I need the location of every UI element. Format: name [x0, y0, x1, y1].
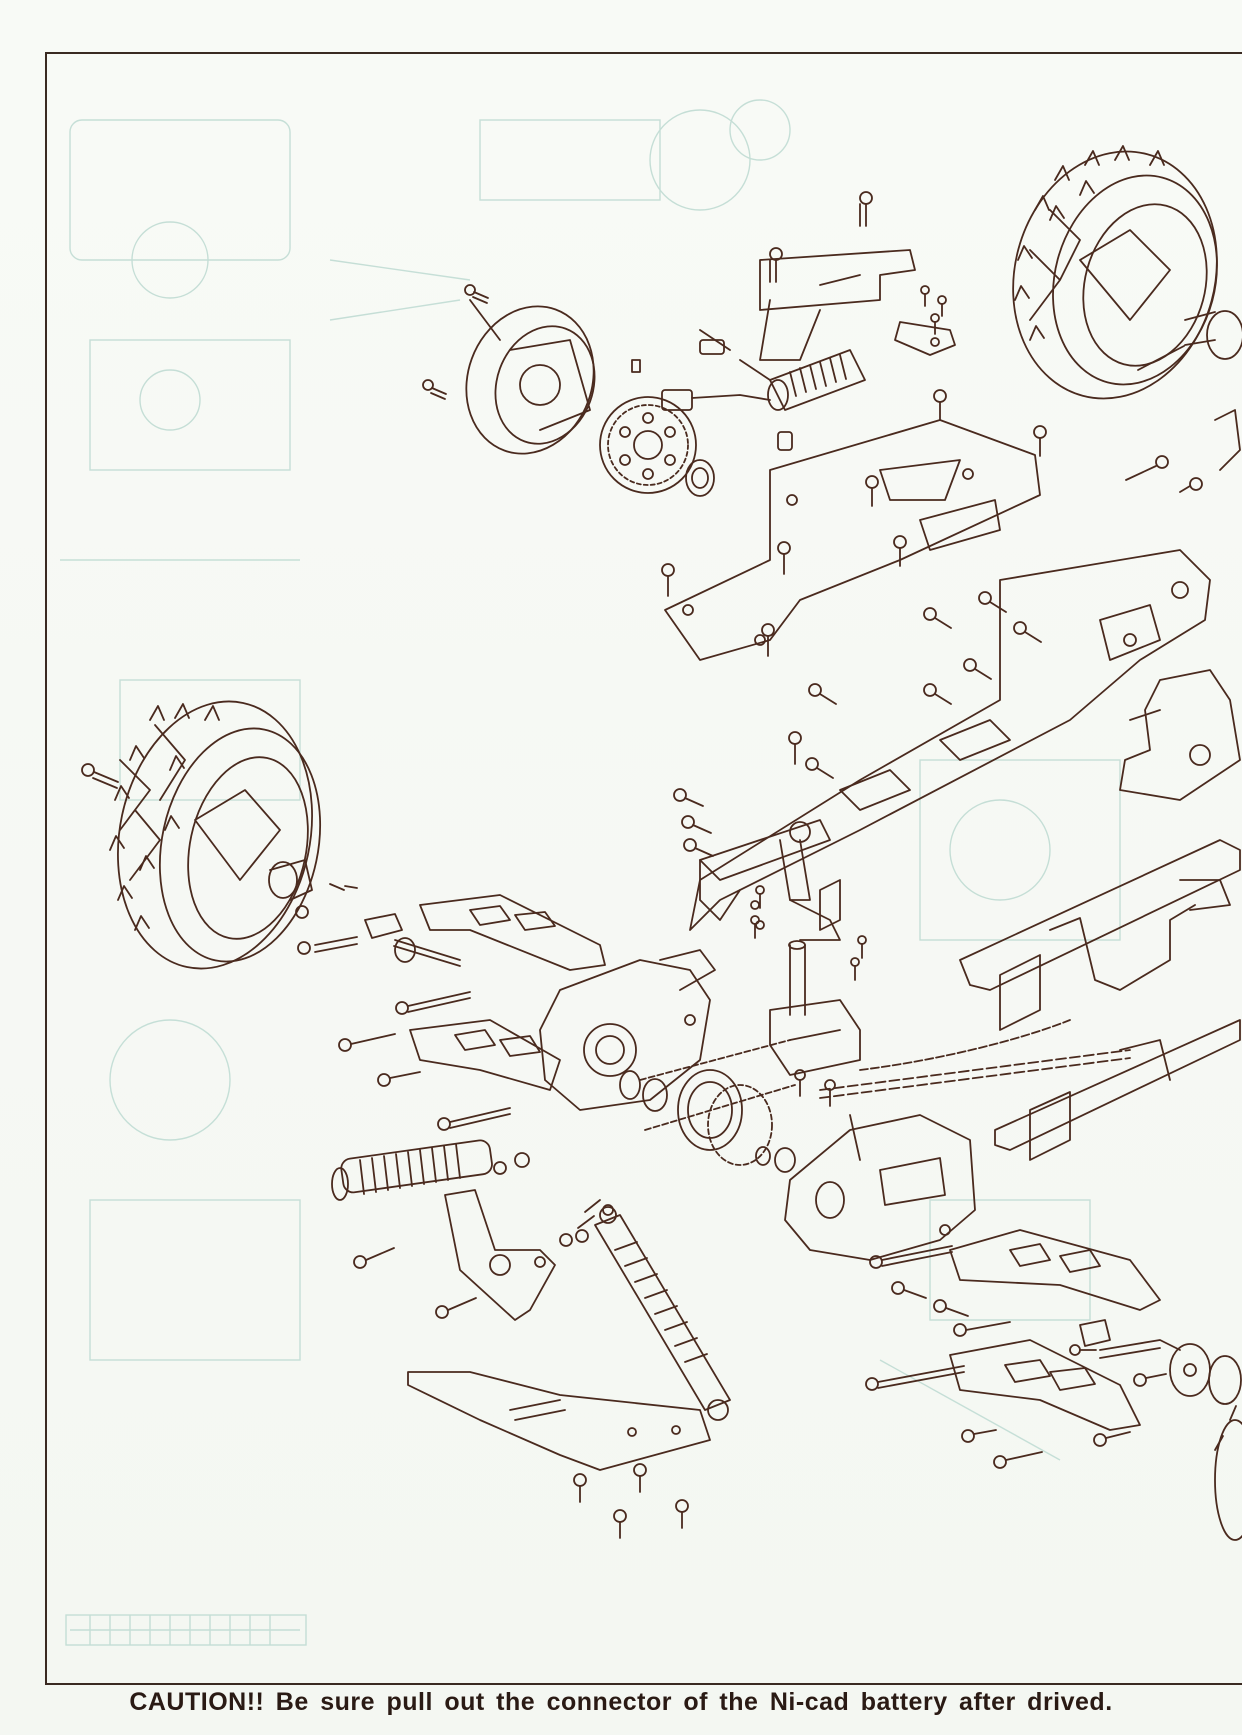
spur-gear: [599, 396, 697, 494]
chassis-screws-upper: [788, 591, 1042, 779]
drive-shaft-rod: [819, 1049, 1131, 1099]
set-screw: [631, 359, 641, 373]
center-pivot-block: [769, 999, 861, 1107]
shock-tower-bracket: [444, 1189, 556, 1321]
bleed-through-ghost: [60, 99, 1121, 1646]
screw-rim-top: [464, 284, 489, 304]
left-spiked-wheel: [109, 700, 358, 970]
side-frame-rail-lower: [994, 1019, 1241, 1161]
upper-suspension-arm: [419, 894, 606, 971]
skid-plate: [407, 1371, 711, 1471]
lower-suspension-arm: [409, 1019, 561, 1091]
steering-screws: [673, 788, 867, 981]
upper-deck-plate: [664, 419, 1041, 661]
side-frame-rail-upper: [959, 839, 1241, 1031]
front-arm-hinge-pins: [338, 939, 511, 1131]
screw-bracket-top: [859, 191, 873, 227]
wire-lead: [859, 1019, 1071, 1071]
rear-arm-pins: [865, 1245, 1167, 1469]
rear-lower-arm: [949, 1339, 1141, 1431]
chain-drive-sprocket: [619, 1039, 796, 1166]
front-shock-absorber: [331, 1139, 530, 1201]
resistor-bracket: [894, 321, 956, 356]
shock-screws: [353, 1204, 614, 1319]
spacer-collar: [777, 431, 793, 451]
screw-rim-left: [422, 379, 447, 400]
steering-bellcrank: [699, 819, 841, 941]
cup-joint-rear: [1079, 1319, 1111, 1347]
pinion-gear: [685, 459, 715, 497]
screw-left-wheel: [81, 763, 119, 789]
right-edge-screws: [1125, 409, 1241, 493]
front-cup-joint: [364, 913, 416, 963]
rear-hub-and-axle: [1099, 1339, 1242, 1541]
diagram-frame: [45, 52, 1242, 1685]
caution-notice: CAUTION!! Be sure pull out the connector…: [129, 1688, 1113, 1716]
deck-screws: [661, 475, 907, 657]
servo-mount-bracket: [759, 249, 916, 361]
rear-bulkhead: [1119, 669, 1241, 801]
screw-bracket-left: [769, 247, 783, 283]
front-gearbox-case: [539, 949, 716, 1111]
right-spiked-wheel: [1012, 145, 1242, 400]
main-chassis-plate: [689, 549, 1211, 931]
skid-plate-screws: [573, 1463, 689, 1539]
rear-gearbox-case: [784, 1114, 976, 1261]
wheel-rim: [465, 299, 596, 455]
small-screws-cluster: [920, 285, 1047, 457]
gearbox-spacer-rings: [755, 1146, 796, 1173]
steering-post: [788, 879, 841, 1016]
rear-shock-absorber: [577, 1199, 731, 1421]
battery-connector: [661, 339, 771, 411]
rear-upper-arm: [949, 1229, 1161, 1311]
